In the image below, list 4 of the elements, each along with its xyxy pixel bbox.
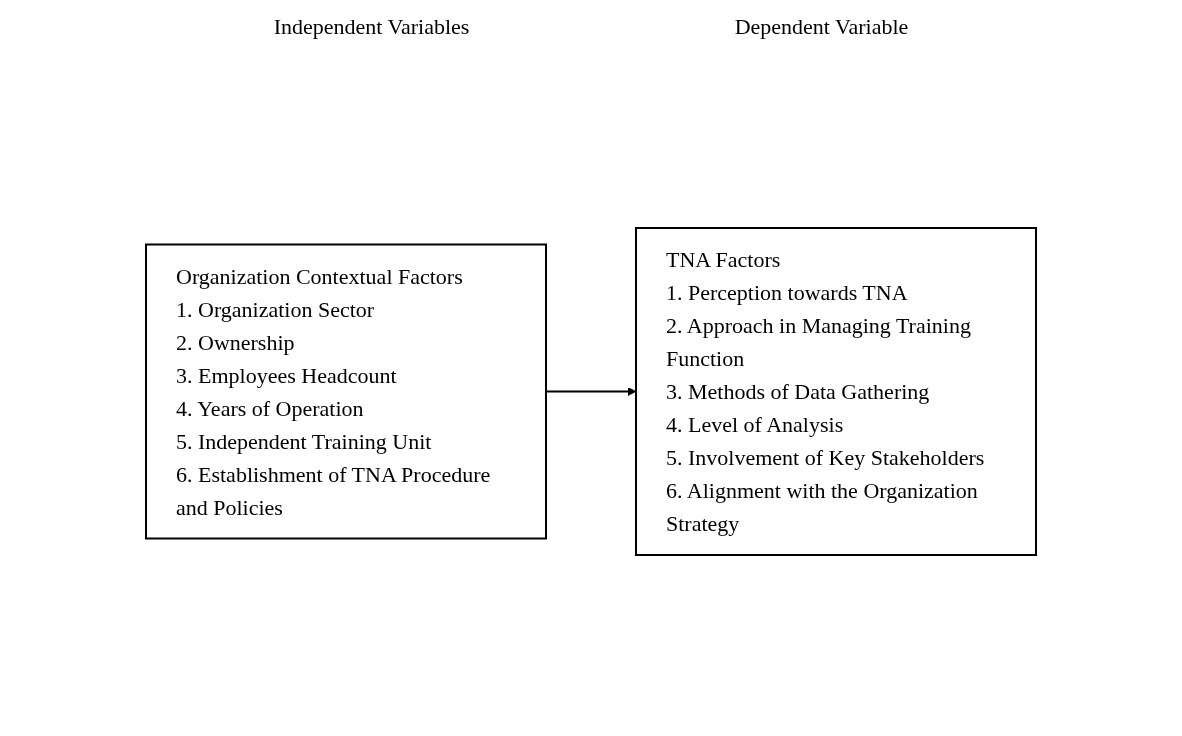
node-box: TNA Factors 1. Perception towards TNA 2. Approach in Managing Training Function 3. Methods of Data Gathering 4. Level of Analysis 5. Involvement of Key Stakeholders 6. Alignment with the Organization Strategy [635, 226, 1037, 556]
column-heading: Independent Variables [273, 14, 470, 40]
node-box: Organization Contextual Factors 1. Organization Sector 2. Ownership 3. Employees Headcount 4. Years of Operation 5. Independent Training Unit 6. Establishment of TNA Procedure and Policies [145, 243, 547, 539]
column-heading: Dependent Variable [734, 14, 909, 40]
